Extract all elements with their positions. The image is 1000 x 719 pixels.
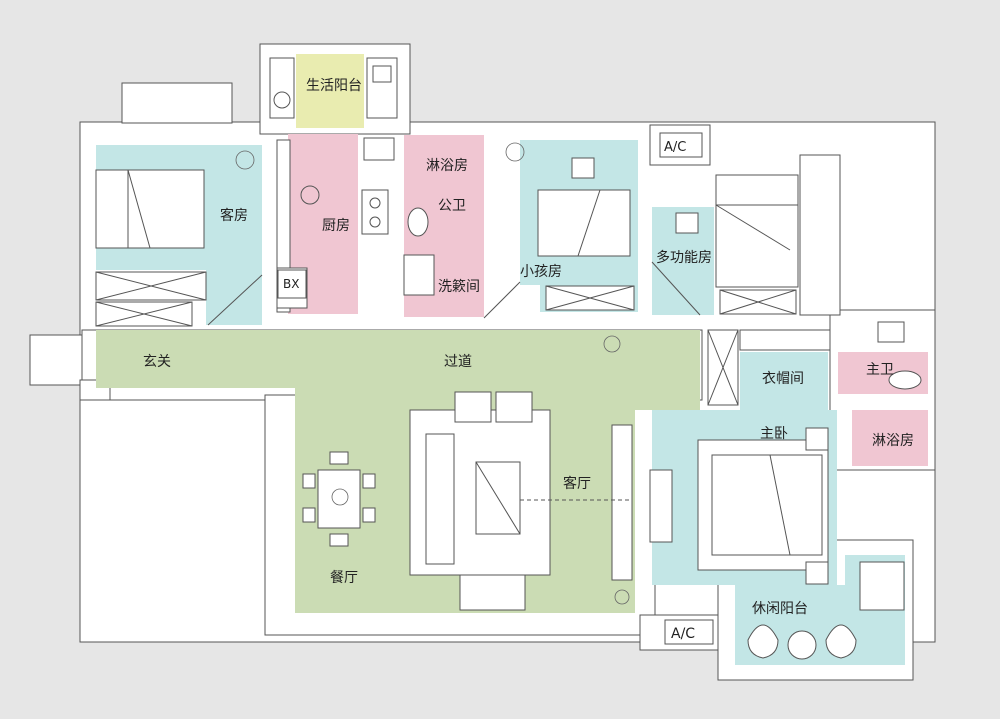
label-laundry: 洗簌间 bbox=[438, 279, 480, 295]
ac-units bbox=[659, 132, 714, 645]
label-multi-room: 多功能房 bbox=[656, 249, 712, 266]
label-service-balcony: 生活阳台 bbox=[306, 78, 362, 94]
label-ac-bottom: A/C bbox=[671, 626, 695, 642]
label-kids-room: 小孩房 bbox=[520, 264, 562, 280]
label-guest-room: 客房 bbox=[220, 207, 248, 224]
fixtures bbox=[95, 57, 922, 660]
zone-service-balcony bbox=[296, 54, 364, 128]
label-entrance: 玄关 bbox=[143, 353, 171, 370]
label-fridge: BX bbox=[283, 277, 299, 291]
zone-shower-1 bbox=[404, 135, 484, 190]
label-shower-room-2: 淋浴房 bbox=[872, 433, 914, 449]
label-shower-room-1: 淋浴房 bbox=[426, 158, 468, 174]
label-leisure-balcony: 休闲阳台 bbox=[752, 601, 808, 617]
label-cloakroom: 衣帽间 bbox=[762, 371, 804, 387]
room-labels: 生活阳台 客房 厨房 淋浴房 公卫 洗簌间 小孩房 多功能房 玄关 过道 衣帽间… bbox=[143, 78, 914, 642]
label-master-bath: 主卫 bbox=[866, 362, 894, 378]
label-living-room: 客厅 bbox=[563, 475, 591, 492]
zone-shower-2 bbox=[852, 410, 928, 466]
label-ac-top: A/C bbox=[664, 140, 686, 155]
label-corridor: 过道 bbox=[444, 354, 472, 370]
label-master-bedroom: 主卧 bbox=[760, 426, 788, 442]
label-kitchen: 厨房 bbox=[322, 218, 350, 234]
zone-cloakroom bbox=[740, 352, 828, 410]
label-public-bath: 公卫 bbox=[438, 198, 466, 214]
label-dining-room: 餐厅 bbox=[330, 570, 358, 586]
zone-corridor bbox=[96, 330, 700, 388]
